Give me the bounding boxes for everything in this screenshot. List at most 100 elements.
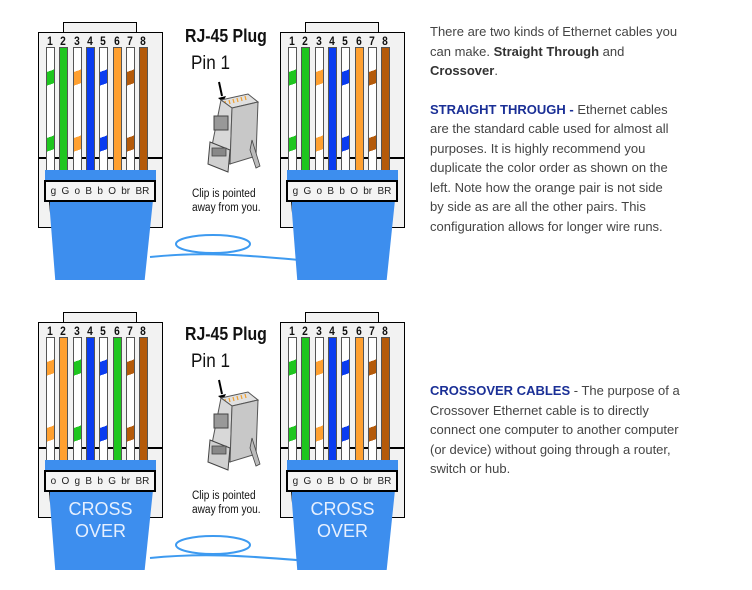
wire-label: G	[303, 185, 312, 197]
pin-number: 7	[368, 324, 375, 338]
wire-pin-7	[367, 337, 377, 463]
wire-pin-4	[327, 337, 337, 463]
wire-pin-6	[354, 47, 364, 173]
wire-label: B	[85, 475, 93, 487]
wire-label: g	[292, 475, 299, 487]
wire-label: G	[108, 475, 116, 487]
pin-number: 5	[100, 34, 107, 48]
pin-number: 6	[355, 324, 362, 338]
wire-pin-5	[341, 337, 351, 463]
pin-number: 3	[73, 34, 80, 48]
pin-number: 8	[382, 324, 388, 338]
wire-pin-2	[301, 337, 311, 463]
pin-number: 2	[302, 324, 309, 338]
crossover-paragraph: CROSSOVER CABLES - The purpose of a Cros…	[430, 383, 680, 476]
pin-number: 7	[368, 34, 375, 48]
cable-boot	[291, 490, 395, 570]
wire-label: b	[339, 475, 345, 487]
pin-number: 2	[60, 324, 67, 338]
plug-collar	[287, 170, 398, 182]
pin-number: 2	[302, 34, 309, 48]
pin-number: 4	[87, 34, 93, 48]
wire-label: G	[61, 185, 70, 197]
straight-through-paragraph: STRAIGHT THROUGH - Ethernet cables are t…	[430, 101, 669, 234]
wire-label: O	[108, 185, 116, 197]
pin-number: 4	[329, 34, 335, 48]
wire-pin-2	[301, 47, 311, 173]
wire-pin-6	[112, 47, 122, 173]
rj45-title: RJ-45 Plug	[185, 26, 267, 46]
plug-collar	[45, 170, 156, 182]
cable-loop-icon	[149, 535, 321, 563]
pin-number: 3	[315, 324, 322, 338]
wire-pin-6	[112, 337, 122, 463]
straight-through-heading: STRAIGHT THROUGH -	[430, 101, 574, 117]
pin-number: 1	[289, 34, 295, 48]
wire-label: g	[50, 185, 57, 197]
wire-pin-1	[288, 337, 297, 463]
rj45-caption: RJ-45 Plug Pin 1	[185, 26, 285, 75]
wire-label: br	[363, 475, 373, 487]
wire-pin-3	[314, 47, 324, 173]
pin-number: 1	[289, 324, 295, 338]
clip-note: Clip is pointed away from you.	[192, 490, 261, 516]
wire-label: o	[316, 185, 323, 197]
wire-label: b	[339, 185, 345, 197]
wire-pin-7	[367, 47, 377, 173]
intro-paragraph: There are two kinds of Ethernet cables y…	[430, 24, 678, 78]
pin1-label: Pin 1	[191, 53, 230, 74]
wire-pin-3	[314, 337, 324, 463]
rj45-plug-icon	[207, 81, 261, 173]
cable-boot	[291, 200, 395, 280]
pin-number: 7	[126, 324, 133, 338]
wire-pin-2	[59, 337, 69, 463]
wire-pin-7	[125, 47, 135, 173]
wire-label: b	[97, 185, 103, 197]
pin-number: 6	[355, 34, 362, 48]
pin-number: 1	[47, 34, 53, 48]
wire-pin-5	[341, 47, 351, 173]
pin-number: 4	[329, 324, 335, 338]
wire-label: g	[292, 185, 299, 197]
rj45-title: RJ-45 Plug	[185, 324, 267, 344]
wire-label: g	[74, 475, 81, 487]
pin-number: 1	[47, 324, 53, 338]
plug-collar	[45, 460, 156, 472]
wire-label: G	[303, 475, 312, 487]
wire-pin-8	[139, 337, 149, 463]
wire-pin-5	[99, 337, 109, 463]
intro-text: There are two kinds of Ethernet cables y…	[430, 22, 680, 255]
wire-pin-4	[85, 337, 95, 463]
wire-pin-1	[46, 47, 55, 173]
pin-number: 6	[113, 34, 120, 48]
pin1-label: Pin 1	[191, 351, 230, 372]
wire-pin-8	[381, 47, 391, 173]
wire-pin-4	[85, 47, 95, 173]
wire-label: b	[97, 475, 103, 487]
wire-label: o	[50, 475, 57, 487]
wire-label: BR	[135, 185, 150, 197]
cable-loop-icon	[149, 234, 321, 263]
pin-number: 2	[60, 34, 67, 48]
rj45-caption: RJ-45 Plug Pin 1	[185, 324, 285, 373]
pin-number: 5	[100, 324, 107, 338]
wire-label: O	[350, 475, 358, 487]
pin-number: 8	[382, 34, 388, 48]
pin-number: 3	[315, 34, 322, 48]
pin-number: 8	[140, 34, 146, 48]
wire-pin-6	[354, 337, 364, 463]
wire-pin-5	[99, 47, 109, 173]
wire-label: BR	[377, 185, 392, 197]
pin-number: 4	[87, 324, 93, 338]
